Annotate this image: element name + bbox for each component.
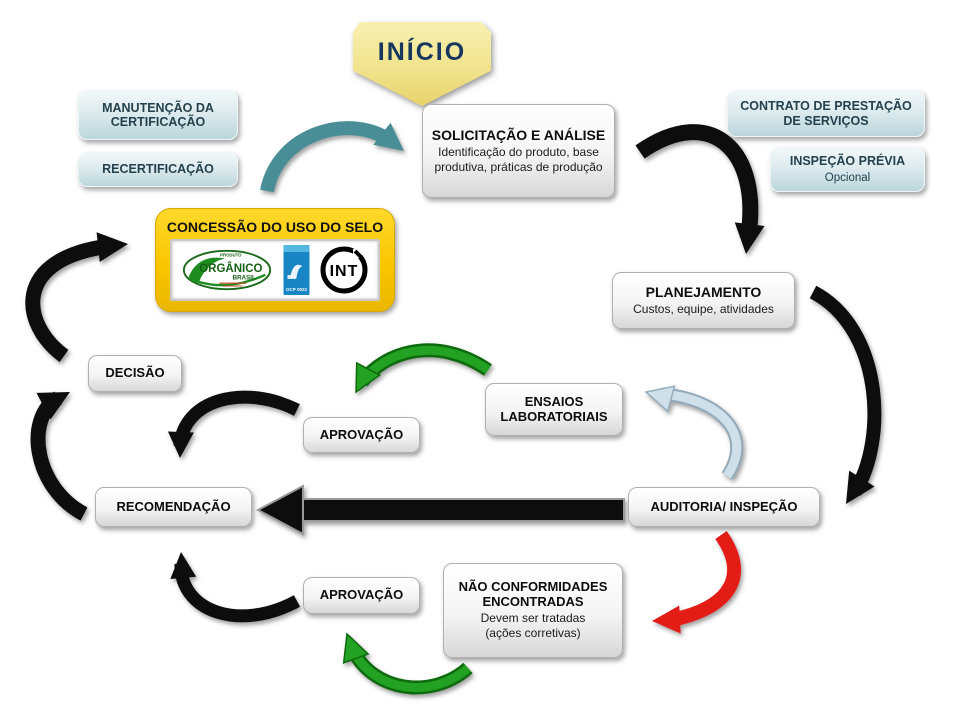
int-logo: INT bbox=[320, 246, 368, 294]
arrow-aprovacao-1-to-recomendacao bbox=[167, 390, 300, 458]
node-label: RECOMENDAÇÃO bbox=[116, 498, 231, 514]
arrow-concessao-to-solicitacao bbox=[260, 121, 404, 193]
certification-logos-panel: PRODUTO ORGÂNICO BRASIL OCP 0022 INT bbox=[170, 239, 380, 302]
svg-text:PRODUTO: PRODUTO bbox=[220, 253, 242, 258]
arrow-recomendacao-to-decisao bbox=[30, 391, 88, 521]
node-aprovacao-1: APROVAÇÃO bbox=[303, 417, 420, 453]
leaf-icon bbox=[188, 257, 226, 283]
start-banner: INÍCIO bbox=[353, 22, 491, 106]
node-title: CONCESSÃO DO USO DO SELO bbox=[166, 218, 384, 235]
svg-text:INT: INT bbox=[329, 263, 358, 280]
node-label: APROVAÇÃO bbox=[319, 426, 404, 442]
certificacao-produto-seal: OCP 0022 bbox=[283, 245, 309, 296]
node-ensaios-laboratoriais: ENSAIOS LABORATORIAIS bbox=[485, 383, 623, 436]
arrow-aprovacao-2-to-recomendacao bbox=[170, 552, 301, 623]
node-nao-conformidades: NÃO CONFORMIDADES ENCONTRADAS Devem ser … bbox=[443, 563, 623, 658]
node-subtitle: Identificação do produto, base produtiva… bbox=[434, 145, 603, 175]
svg-text:OCP 0022: OCP 0022 bbox=[286, 287, 307, 292]
arrow-auditoria-to-nao-conformidades bbox=[652, 530, 742, 634]
node-solicitacao-analise: SOLICITAÇÃO E ANÁLISE Identificação do p… bbox=[422, 104, 615, 198]
node-label: ENSAIOS LABORATORIAIS bbox=[500, 393, 608, 424]
arrow-auditoria-to-ensaios bbox=[644, 385, 744, 480]
node-title: INSPEÇÃO PRÉVIA bbox=[789, 154, 906, 169]
arrow-nao-conformidades-to-aprovacao-2 bbox=[342, 632, 473, 695]
organico-brasil-logo: PRODUTO ORGÂNICO BRASIL bbox=[183, 249, 272, 291]
node-planejamento: PLANEJAMENTO Custos, equipe, atividades bbox=[612, 272, 795, 329]
node-subtitle: Opcional bbox=[824, 171, 871, 184]
node-recertificacao: RECERTIFICAÇÃO bbox=[78, 152, 238, 187]
node-label: CONTRATO DE PRESTAÇÃO DE SERVIÇOS bbox=[740, 99, 912, 128]
node-subtitle: Custos, equipe, atividades bbox=[633, 302, 774, 317]
start-banner-label: INÍCIO bbox=[377, 38, 467, 66]
node-recomendacao: RECOMENDAÇÃO bbox=[95, 487, 252, 527]
node-concessao-selo: CONCESSÃO DO USO DO SELO PRODUTO ORGÂNIC… bbox=[155, 208, 395, 312]
node-label: APROVAÇÃO bbox=[319, 587, 404, 603]
node-subtitle-2: (ações corretivas) bbox=[485, 626, 581, 641]
node-contrato-prestacao: CONTRATO DE PRESTAÇÃO DE SERVIÇOS bbox=[727, 90, 925, 137]
arrow-solicitacao-to-planejamento bbox=[635, 124, 765, 254]
node-decisao: DECISÃO bbox=[88, 355, 182, 392]
node-label: AUDITORIA/ INSPEÇÃO bbox=[650, 498, 798, 514]
arrow-planejamento-to-auditoria bbox=[809, 285, 882, 504]
node-label: DECISÃO bbox=[105, 365, 165, 381]
node-auditoria-inspecao: AUDITORIA/ INSPEÇÃO bbox=[628, 487, 820, 527]
node-aprovacao-2: APROVAÇÃO bbox=[303, 577, 420, 614]
node-label: MANUTENÇÃO DA CERTIFICAÇÃO bbox=[102, 100, 214, 129]
node-title: PLANEJAMENTO bbox=[645, 283, 762, 300]
svg-text:ORGÂNICO: ORGÂNICO bbox=[199, 262, 262, 275]
arrow-auditoria-to-recomendacao bbox=[255, 484, 625, 536]
node-subtitle: Devem ser tratadas bbox=[480, 611, 586, 626]
arrow-decisao-to-concessao bbox=[25, 232, 128, 363]
node-title: NÃO CONFORMIDADES ENCONTRADAS bbox=[458, 578, 608, 609]
node-label: RECERTIFICAÇÃO bbox=[102, 162, 214, 177]
node-title: SOLICITAÇÃO E ANÁLISE bbox=[431, 126, 606, 143]
svg-text:BRASIL: BRASIL bbox=[233, 275, 256, 282]
node-inspecao-previa: INSPEÇÃO PRÉVIA Opcional bbox=[770, 147, 925, 192]
arrow-ensaios-to-aprovacao-1 bbox=[355, 343, 492, 394]
node-manutencao-certificacao: MANUTENÇÃO DA CERTIFICAÇÃO bbox=[78, 90, 238, 140]
